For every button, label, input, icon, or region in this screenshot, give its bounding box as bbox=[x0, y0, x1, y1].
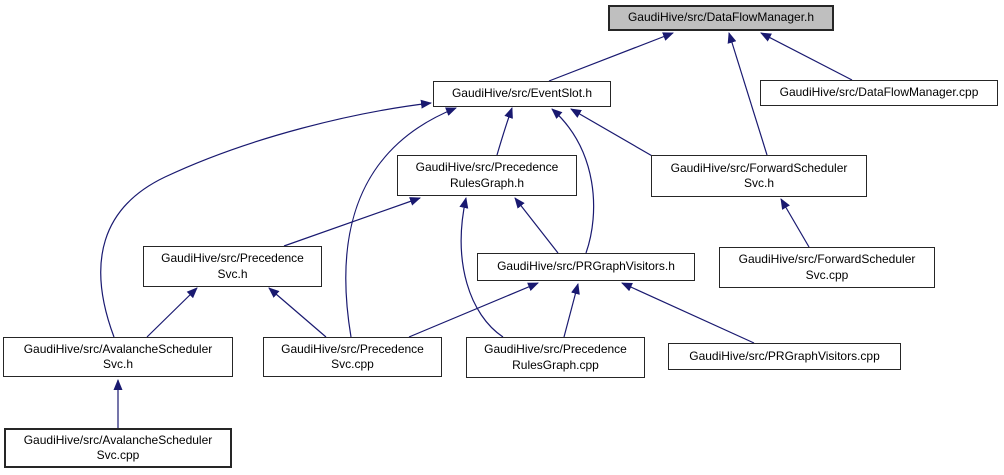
node-label: GaudiHive/src/ForwardScheduler Svc.h bbox=[670, 160, 848, 191]
node-precedencerulesgraph-cpp[interactable]: GaudiHive/src/Precedence RulesGraph.cpp bbox=[466, 337, 645, 378]
node-avalancheschedulersvc-h[interactable]: GaudiHive/src/AvalancheScheduler Svc.h bbox=[3, 337, 233, 377]
node-label: GaudiHive/src/AvalancheScheduler Svc.h bbox=[23, 341, 213, 372]
edge-precedencesvc-h-to-precedencerulesgraph-h bbox=[283, 197, 421, 247]
edge-precedencesvc-cpp-to-prgraphvisitors-h bbox=[408, 282, 539, 338]
node-label: GaudiHive/src/DataFlowManager.cpp bbox=[779, 85, 979, 100]
edge-forwardschedulersvc-cpp-to-forwardschedulersvc-h bbox=[780, 198, 810, 248]
node-precedencerulesgraph-h[interactable]: GaudiHive/src/Precedence RulesGraph.h bbox=[397, 155, 577, 196]
node-label: GaudiHive/src/Precedence RulesGraph.h bbox=[415, 160, 559, 190]
node-avalancheschedulersvc-cpp[interactable]: GaudiHive/src/AvalancheScheduler Svc.cpp bbox=[4, 428, 232, 468]
edge-precedencesvc-cpp-to-eventslot-h bbox=[345, 107, 457, 338]
node-precedencesvc-cpp[interactable]: GaudiHive/src/Precedence Svc.cpp bbox=[263, 337, 442, 377]
edge-precedencerulesgraph-cpp-to-prgraphvisitors-h bbox=[563, 283, 580, 338]
node-label: GaudiHive/src/ForwardScheduler Svc.cpp bbox=[738, 252, 916, 282]
edge-precedencesvc-cpp-to-precedencesvc-h bbox=[268, 287, 327, 338]
edge-forwardschedulersvc-h-to-eventslot-h bbox=[570, 108, 655, 158]
node-label: GaudiHive/src/Precedence Svc.h bbox=[161, 251, 304, 281]
node-dataflowmanager-h[interactable]: GaudiHive/src/DataFlowManager.h bbox=[608, 5, 834, 31]
node-label: GaudiHive/src/PRGraphVisitors.cpp bbox=[689, 348, 880, 363]
edge-avalancheschedulersvc-h-to-precedencesvc-h bbox=[146, 287, 198, 338]
node-prgraphvisitors-h[interactable]: GaudiHive/src/PRGraphVisitors.h bbox=[477, 253, 695, 281]
edge-prgraphvisitors-h-to-precedencerulesgraph-h bbox=[514, 197, 559, 254]
node-forwardschedulersvc-cpp[interactable]: GaudiHive/src/ForwardScheduler Svc.cpp bbox=[719, 247, 935, 288]
node-label: GaudiHive/src/Precedence Svc.cpp bbox=[281, 341, 424, 372]
node-forwardschedulersvc-h[interactable]: GaudiHive/src/ForwardScheduler Svc.h bbox=[651, 155, 867, 197]
node-label: GaudiHive/src/PRGraphVisitors.h bbox=[497, 259, 675, 274]
node-precedencesvc-h[interactable]: GaudiHive/src/Precedence Svc.h bbox=[143, 246, 322, 287]
edge-eventslot-h-to-dataflowmanager-h bbox=[548, 32, 674, 82]
edge-precedencerulesgraph-cpp-to-precedencerulesgraph-h bbox=[459, 197, 504, 338]
node-prgraphvisitors-cpp[interactable]: GaudiHive/src/PRGraphVisitors.cpp bbox=[668, 343, 901, 370]
node-dataflowmanager-cpp[interactable]: GaudiHive/src/DataFlowManager.cpp bbox=[760, 80, 998, 106]
edge-avalancheschedulersvc-h-to-eventslot-h bbox=[100, 99, 432, 338]
node-label: GaudiHive/src/AvalancheScheduler Svc.cpp bbox=[23, 432, 213, 463]
edge-prgraphvisitors-h-to-eventslot-h bbox=[551, 108, 595, 254]
node-eventslot-h[interactable]: GaudiHive/src/EventSlot.h bbox=[433, 81, 611, 107]
node-label: GaudiHive/src/DataFlowManager.h bbox=[627, 10, 815, 25]
node-label: GaudiHive/src/Precedence RulesGraph.cpp bbox=[484, 342, 627, 372]
edge-forwardschedulersvc-h-to-dataflowmanager-h bbox=[727, 32, 768, 156]
node-label: GaudiHive/src/EventSlot.h bbox=[451, 86, 593, 101]
edge-prgraphvisitors-cpp-to-prgraphvisitors-h bbox=[621, 282, 755, 344]
edge-dataflowmanager-cpp-to-dataflowmanager-h bbox=[760, 32, 853, 81]
edge-precedencerulesgraph-h-to-eventslot-h bbox=[496, 107, 513, 156]
